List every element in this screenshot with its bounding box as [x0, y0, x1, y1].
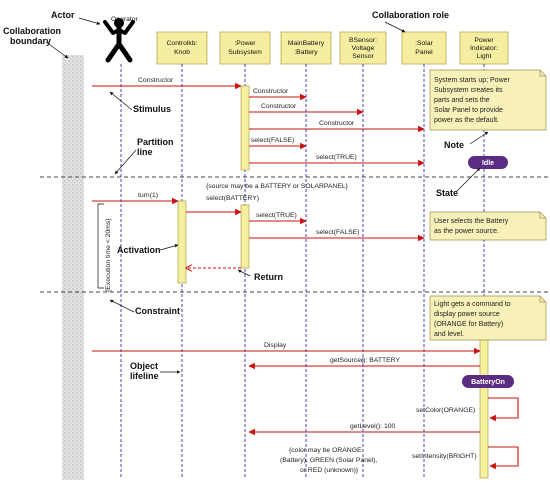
- msg-label-6: select(TRUE): [316, 154, 357, 161]
- note-1-line2: Subsystem creates its: [434, 87, 503, 94]
- color-constraint-line2: (Battery), GREEN (Solar Panel),: [280, 457, 378, 464]
- msg-label-11: Display: [264, 342, 287, 349]
- msg-label-10: select(FALSE): [316, 229, 359, 236]
- participant-light-line1: Power: [474, 37, 494, 44]
- note-3-line3: (ORANGE for Battery): [434, 321, 503, 328]
- msg-label-9: select(TRUE): [256, 212, 297, 219]
- annotation-collab-boundary-2: boundary: [10, 36, 51, 46]
- msg-arrow-13: [488, 397, 519, 422]
- msg-label-13: setColor(ORANGE): [416, 407, 475, 414]
- activation-power-2: [240, 204, 250, 269]
- msg-label-15: setIntensity(BRIGHT): [412, 453, 477, 460]
- msg-arrow-15: [488, 446, 519, 470]
- participant-solar-line2: Panel: [415, 49, 433, 56]
- note-3-line1: Light gets a command to: [434, 301, 511, 308]
- participant-bsensor-line3: Sensor: [352, 53, 374, 60]
- participant-ctrl-line1: Controlkb:: [167, 40, 198, 47]
- color-constraint-line1: {color may be ORANGE: [289, 447, 362, 454]
- participant-battery: MainBattery :Battery: [280, 31, 332, 65]
- note-2-line2: as the power source.: [434, 228, 499, 235]
- callout-lines: [45, 17, 489, 374]
- note-1-line1: System starts up; Power: [434, 77, 511, 84]
- actor-figure: [103, 18, 135, 63]
- participant-solar-line1: :Solar: [415, 40, 433, 47]
- participant-power-line2: Subsystem: [228, 49, 262, 56]
- participant-solar: :Solar Panel: [401, 31, 447, 65]
- annotation-note: Note: [444, 140, 464, 150]
- note-2: User selects the Battery as the power so…: [429, 211, 547, 241]
- state-battery-on: BatteryOn: [462, 375, 514, 388]
- annotation-object-lifeline-1: Object: [130, 361, 158, 371]
- participant-bsensor: BSensor: Voltage Sensor: [339, 31, 387, 65]
- activation-light: [479, 335, 489, 479]
- participant-ctrl-line2: Knob: [174, 49, 190, 56]
- annotation-return: Return: [254, 272, 283, 282]
- annotation-collab-boundary-1: Collaboration: [3, 26, 61, 36]
- annotation-state: State: [436, 188, 458, 198]
- state-battery-on-label: BatteryOn: [471, 379, 505, 386]
- participant-light-line2: Indicator:: [470, 45, 498, 52]
- participant-power: :Power Subsystem: [219, 31, 271, 65]
- note-3-line4: and level.: [434, 331, 464, 338]
- participant-power-line1: :Power: [234, 40, 256, 47]
- activation-ctrl: [177, 200, 187, 284]
- participant-light: Power Indicator: Light: [459, 31, 509, 65]
- timing-constraint: {Execution time < 20ms}: [105, 218, 112, 292]
- note-3: Light gets a command to display power so…: [429, 295, 547, 341]
- annotation-object-lifeline-2: lifeline: [130, 371, 159, 381]
- annotation-activation: Activation: [117, 245, 161, 255]
- participant-battery-line2: :Battery: [294, 49, 318, 56]
- msg-label-8a: {source may be a BATTERY or SOLARPANEL}: [206, 183, 349, 190]
- annotation-partition-1: Partition: [137, 137, 174, 147]
- msg-label-1: Constructor: [138, 77, 174, 84]
- participant-bsensor-line1: BSensor:: [349, 37, 377, 44]
- annotation-constraint: Constraint: [135, 306, 180, 316]
- collaboration-boundary: [62, 55, 84, 480]
- note-1-line4: Solar Panel to provide: [434, 107, 503, 114]
- msg-label-14: getLevel(): 100: [350, 423, 396, 430]
- timing-bracket: [97, 203, 104, 289]
- annotation-collab-role: Collaboration role: [372, 10, 449, 20]
- note-1: System starts up; Power Subsystem create…: [429, 69, 547, 131]
- msg-label-3: Constructor: [261, 103, 297, 110]
- note-1-line5: power as the default.: [434, 117, 499, 124]
- activation-power-1: [240, 85, 250, 171]
- msg-label-7: turn(1): [138, 192, 158, 199]
- msg-label-5: select(FALSE): [251, 137, 294, 144]
- annotation-stimulus: Stimulus: [133, 104, 171, 114]
- participant-ctrl: Controlkb: Knob: [156, 31, 208, 65]
- note-3-line2: display power source: [434, 311, 500, 318]
- msg-label-2: Constructor: [253, 88, 289, 95]
- annotation-actor: Actor: [51, 10, 75, 20]
- participant-light-line3: Light: [477, 53, 492, 60]
- msg-label-8b: select(BATTERY): [206, 195, 259, 202]
- color-constraint-line3: or RED (unknown)}: [300, 467, 359, 474]
- note-1-line3: parts and sets the: [434, 97, 490, 104]
- lifelines: [120, 64, 485, 478]
- participant-bsensor-line2: Voltage: [352, 45, 375, 52]
- msg-label-12: getSource(): BATTERY: [330, 357, 400, 364]
- note-2-line1: User selects the Battery: [434, 218, 509, 225]
- msg-label-4: Constructor: [319, 120, 355, 127]
- annotation-partition-2: line: [137, 147, 153, 157]
- state-idle-label: Idle: [482, 160, 494, 167]
- participant-battery-line1: MainBattery: [288, 40, 325, 47]
- state-idle: Idle: [468, 156, 508, 169]
- actor-label: Operator: [111, 16, 139, 23]
